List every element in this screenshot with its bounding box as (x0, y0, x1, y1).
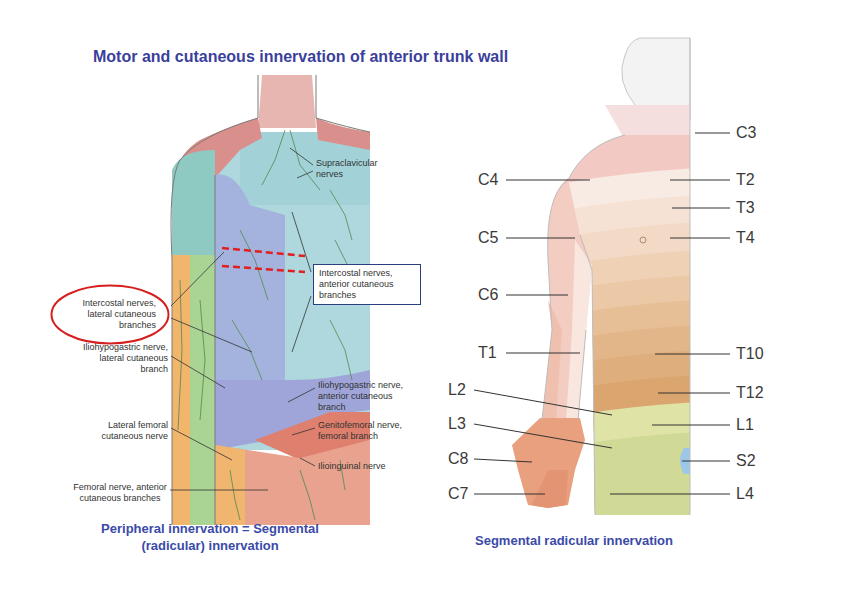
leader-line (292, 296, 311, 352)
leader-line (652, 425, 730, 426)
segment-label: L4 (736, 484, 776, 504)
leader-line (506, 295, 568, 296)
leader-line (474, 459, 532, 462)
leader-line (297, 171, 313, 178)
segment-label: T4 (736, 228, 776, 248)
segment-label: S2 (736, 451, 776, 471)
segment-label: L1 (736, 415, 776, 435)
segment-label: C6 (478, 285, 506, 305)
leader-line (292, 428, 315, 435)
leader-line (506, 238, 575, 239)
peripheral-body-figure (316, 118, 370, 150)
circled-nerve-label: Intercostal nerves, lateral cutaneous br… (50, 284, 170, 345)
nerve-label: Lateral femoral cutaneous nerve (73, 420, 168, 442)
segmental-body-figure (640, 237, 646, 243)
segment-label: C7 (448, 484, 476, 504)
peripheral-body-figure (258, 75, 316, 128)
leader-line (670, 238, 730, 239)
leader-line (474, 494, 545, 495)
peripheral-body-figure (232, 230, 268, 380)
segmental-body-figure (542, 38, 690, 515)
figure-caption: Segmental radicular innervation (454, 532, 694, 549)
segment-label: L3 (448, 414, 476, 434)
leader-line (672, 208, 730, 209)
leader-line (506, 353, 580, 354)
leader-line (658, 393, 730, 394)
segment-label: T2 (736, 170, 776, 190)
leader-line (300, 458, 315, 466)
leader-line (695, 133, 730, 134)
nerve-label: Femoral nerve, anterior cutaneous branch… (72, 482, 168, 504)
leader-line (474, 390, 612, 415)
segmental-body-figure (542, 300, 562, 420)
leader-line (170, 490, 268, 491)
leader-line (290, 148, 313, 165)
boxed-nerve-label: Intercostal nerves, anterior cutaneous b… (313, 264, 421, 305)
leader-line (474, 133, 730, 494)
segment-label: C3 (736, 123, 776, 143)
leader-line (292, 212, 311, 272)
nerve-label: Ilioinguinal nerve (318, 461, 410, 472)
figure-caption: Peripheral innervation = Segmental (radi… (92, 520, 328, 554)
leader-line (171, 318, 252, 352)
node-text: Intercostal nerves, anterior cutaneous b… (319, 268, 415, 301)
segmental-body-figure (542, 178, 592, 420)
peripheral-body-figure (215, 440, 370, 525)
segment-label: C5 (478, 228, 506, 248)
peripheral-body-figure (172, 150, 215, 260)
leader-line (655, 354, 730, 355)
peripheral-body-figure (215, 445, 245, 525)
diagram-title: Motor and cutaneous innervation of anter… (93, 47, 508, 67)
segment-label: T10 (736, 344, 776, 364)
segmental-body-figure (605, 105, 690, 140)
leader-line (682, 461, 730, 462)
leader-line (670, 180, 730, 181)
leader-line (288, 388, 315, 402)
nerve-label: Supraclavicular nerves (316, 158, 380, 180)
segment-label: T12 (736, 383, 776, 403)
ellipse-outline (52, 286, 169, 344)
segmental-body-figure (532, 470, 568, 508)
nerve-label: Genitofemoral nerve, femoral branch (318, 420, 410, 442)
segment-label: L2 (448, 380, 476, 400)
node-text: Intercostal nerves, lateral cutaneous br… (64, 298, 156, 331)
nerve-label: Iliohypogastric nerve, lateral cutaneous… (73, 342, 168, 375)
leader-line (170, 148, 315, 490)
segment-label: T1 (478, 343, 506, 363)
segmental-body-figure (566, 240, 592, 420)
leader-line (506, 180, 590, 181)
nerve-label: Iliohypogastric nerve, anterior cutaneou… (318, 380, 410, 413)
segment-label: C8 (448, 449, 476, 469)
leader-line (610, 494, 730, 495)
peripheral-body-figure (178, 280, 315, 520)
peripheral-body-figure (262, 130, 320, 190)
segment-label: T3 (736, 198, 776, 218)
leader-line (171, 356, 225, 388)
segment-label: C4 (478, 170, 506, 190)
leader-line (474, 424, 612, 448)
leader-line (171, 252, 224, 306)
peripheral-body-figure (222, 248, 305, 272)
segmental-body-figure (512, 38, 700, 530)
leader-line (171, 428, 232, 460)
